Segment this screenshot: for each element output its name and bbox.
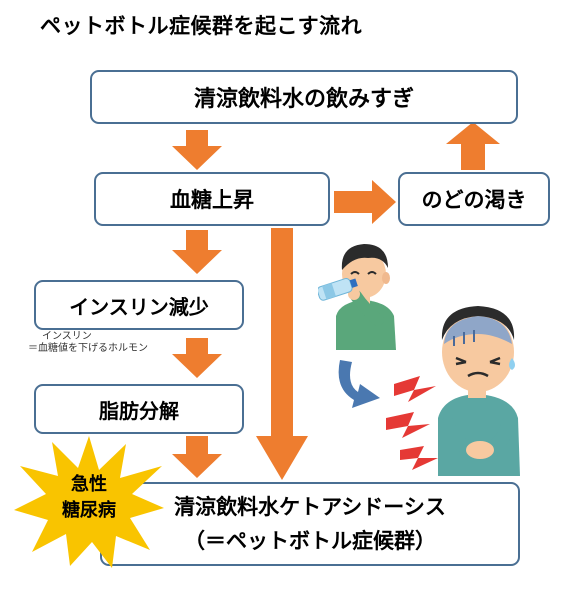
node-excess-drinking: 清涼飲料水の飲みすぎ	[90, 70, 518, 124]
insulin-note-line2: ＝血糖値を下げるホルモン	[28, 343, 148, 354]
node-ketoacidosis-line1: 清涼飲料水ケトアシドーシス	[174, 495, 446, 519]
node-fat-breakdown-label: 脂肪分解	[99, 398, 179, 423]
node-fat-breakdown: 脂肪分解	[34, 384, 244, 434]
node-insulin-decrease-label: インスリン減少	[69, 294, 209, 319]
node-ketoacidosis-line2: （＝ペットボトル症候群）	[184, 529, 436, 553]
node-blood-sugar-rise-label: 血糖上昇	[170, 188, 254, 212]
node-insulin-decrease: インスリン減少	[34, 280, 244, 330]
node-ketoacidosis: 清涼飲料水ケトアシドーシス （＝ペットボトル症候群）	[100, 482, 520, 566]
arrow-insulin-to-fat	[172, 338, 222, 378]
acute-diabetes-starburst	[14, 436, 164, 568]
insulin-note-line1: インスリン	[42, 331, 92, 342]
insulin-note: インスリン ＝血糖値を下げるホルモン	[28, 331, 148, 355]
node-excess-drinking-label: 清涼飲料水の飲みすぎ	[193, 87, 414, 112]
arrow-sugar-to-ketoacidosis	[256, 228, 308, 480]
arrow-drinking-to-sugar	[172, 130, 222, 170]
node-thirst-label: のどの渇き	[421, 188, 527, 212]
arrow-sugar-to-insulin	[172, 230, 222, 274]
arrow-thirst-to-drinking	[446, 122, 500, 170]
arrow-sugar-to-thirst	[334, 180, 396, 224]
arrow-fat-to-ketoacidosis	[172, 436, 222, 478]
diagram-title: ペットボトル症候群を起こす流れ	[40, 14, 363, 38]
node-thirst: のどの渇き	[398, 172, 550, 226]
boy-drinking-illustration	[318, 244, 396, 350]
acute-diabetes-label: 急性 糖尿病	[14, 472, 164, 524]
badge-line2: 糖尿病	[62, 500, 116, 521]
badge-line1: 急性	[71, 474, 107, 495]
node-blood-sugar-rise: 血糖上昇	[94, 172, 330, 226]
boy-in-pain-illustration	[386, 306, 520, 476]
curved-arrow-icon	[338, 360, 380, 408]
